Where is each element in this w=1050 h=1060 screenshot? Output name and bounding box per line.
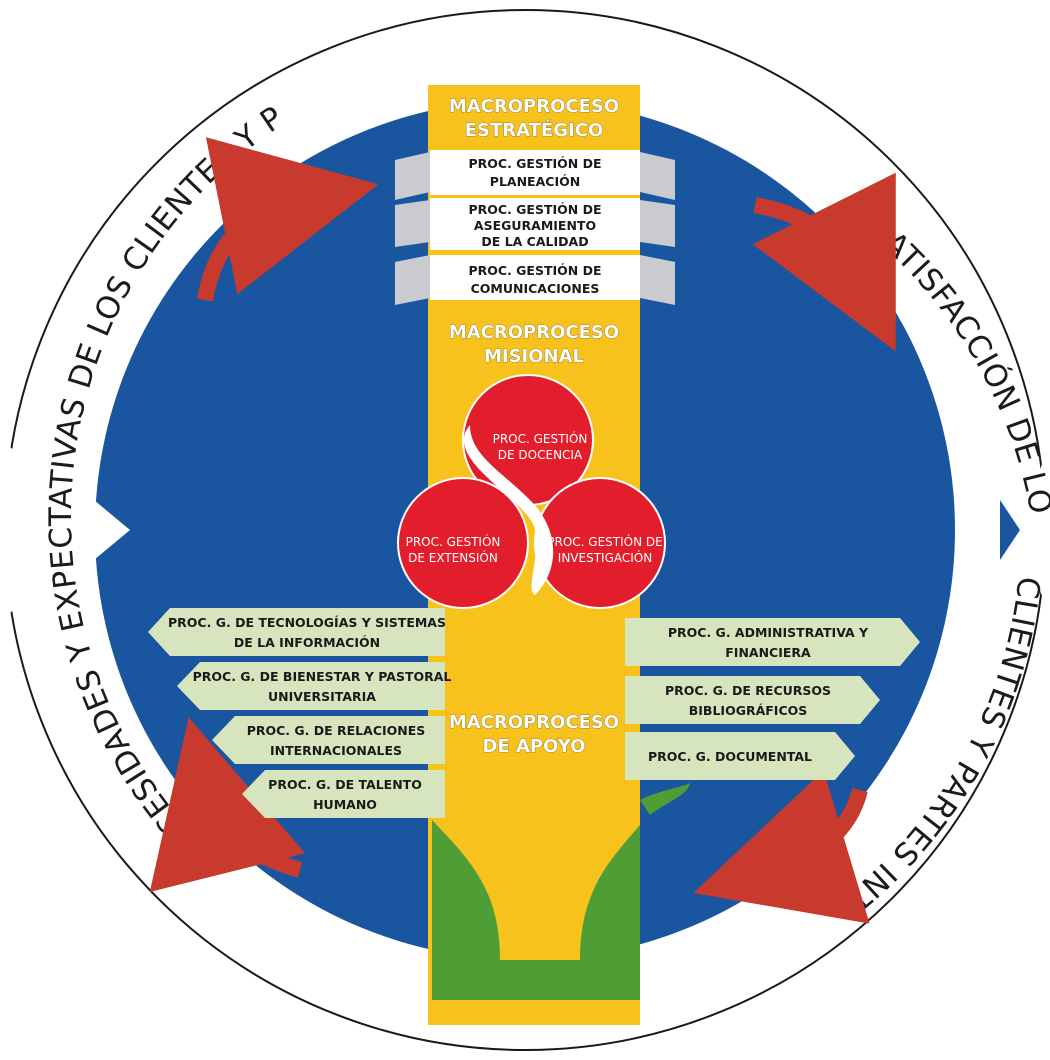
support-left-tag-3-line-1: PROC. G. DE RELACIONES [247, 723, 426, 738]
strategic-banner-1-line-1: PROC. GESTIÓN DE [468, 156, 601, 171]
missional-title-2: MISIONAL [484, 346, 584, 367]
missional-circles: PROC. GESTIÓN DE DOCENCIA PROC. GESTIÓN … [397, 374, 666, 609]
circle-investigacion-line-1: PROC. GESTIÓN DE [547, 534, 662, 549]
left-notch [0, 440, 125, 620]
support-right-tag-2[interactable]: PROC. G. DE RECURSOS BIBLIOGRÁFICOS [625, 676, 880, 724]
missional-title-1: MACROPROCESO [449, 322, 619, 343]
support-left-tag-1-line-1: PROC. G. DE TECNOLOGÍAS Y SISTEMAS [168, 615, 446, 630]
support-left-tag-4-line-2: HUMANO [313, 797, 377, 812]
strategic-processes: PROC. GESTIÓN DE PLANEACIÓN PROC. GESTIÓ… [395, 150, 675, 305]
strategic-title-2: ESTRATÉGICO [465, 119, 604, 141]
support-left-tag-4-line-1: PROC. G. DE TALENTO [268, 777, 422, 792]
circle-extension[interactable] [397, 477, 529, 609]
circle-extension-line-2: DE EXTENSIÓN [408, 550, 498, 565]
support-left-tag-2-line-2: UNIVERSITARIA [268, 689, 376, 704]
support-right-tag-3[interactable]: PROC. G. DOCUMENTAL [625, 732, 855, 780]
circle-investigacion-line-2: INVESTIGACIÓN [558, 550, 652, 565]
support-title-1: MACROPROCESO [449, 712, 619, 733]
support-right-tags: PROC. G. ADMINISTRATIVA Y FINANCIERA PRO… [625, 618, 920, 780]
strategic-title-1: MACROPROCESO [449, 96, 619, 117]
circle-extension-line-1: PROC. GESTIÓN [406, 534, 501, 549]
swoosh-icon [463, 425, 554, 595]
right-notch-inner [1000, 500, 1020, 560]
strategic-banner-3-line-1: PROC. GESTIÓN DE [468, 263, 601, 278]
support-left-tag-2-line-1: PROC. G. DE BIENESTAR Y PASTORAL [193, 669, 452, 684]
strategic-banner-2-line-2: ASEGURAMIENTO [474, 218, 596, 233]
support-left-tags: PROC. G. DE TECNOLOGÍAS Y SISTEMAS DE LA… [148, 608, 451, 818]
strategic-banner-1[interactable]: PROC. GESTIÓN DE PLANEACIÓN [395, 150, 675, 200]
strategic-banner-1-line-2: PLANEACIÓN [490, 174, 580, 189]
arrow-bottom-right-icon [693, 770, 870, 924]
arrow-top-left-icon [197, 137, 379, 302]
support-left-tag-3-line-2: INTERNACIONALES [270, 743, 402, 758]
strategic-banner-2-line-3: DE LA CALIDAD [481, 234, 588, 249]
right-notch [1020, 440, 1050, 620]
support-right-tag-2-line-1: PROC. G. DE RECURSOS [665, 683, 831, 698]
support-title-2: DE APOYO [483, 736, 586, 757]
support-right-tag-1-line-1: PROC. G. ADMINISTRATIVA Y [668, 625, 869, 640]
strategic-banner-2[interactable]: PROC. GESTIÓN DE ASEGURAMIENTO DE LA CAL… [395, 198, 675, 250]
arrow-top-right-icon [752, 172, 896, 352]
support-right-tag-1[interactable]: PROC. G. ADMINISTRATIVA Y FINANCIERA [625, 618, 920, 666]
support-left-tag-2[interactable]: PROC. G. DE BIENESTAR Y PASTORAL UNIVERS… [177, 662, 451, 710]
strategic-banner-3-line-2: COMUNICACIONES [471, 281, 600, 296]
root-branch-icon [640, 783, 690, 815]
support-right-tag-1-line-2: FINANCIERA [725, 645, 811, 660]
arrow-bottom-left-icon [149, 717, 306, 893]
cycle-arrows [149, 137, 896, 924]
circle-investigacion[interactable] [534, 477, 666, 609]
circle-docencia-line-2: DE DOCENCIA [498, 448, 583, 462]
strategic-banner-3[interactable]: PROC. GESTIÓN DE COMUNICACIONES [395, 255, 675, 305]
support-left-tag-1-line-2: DE LA INFORMACIÓN [234, 635, 380, 650]
support-left-tag-4[interactable]: PROC. G. DE TALENTO HUMANO [242, 770, 445, 818]
roots-icon [432, 820, 640, 1000]
circle-docencia-line-1: PROC. GESTIÓN [493, 431, 588, 446]
left-notch-inner [70, 480, 130, 580]
support-right-tag-2-line-2: BIBLIOGRÁFICOS [689, 703, 808, 718]
strategic-banner-2-line-1: PROC. GESTIÓN DE [468, 202, 601, 217]
support-right-tag-3-line-1: PROC. G. DOCUMENTAL [648, 749, 812, 764]
support-left-tag-1[interactable]: PROC. G. DE TECNOLOGÍAS Y SISTEMAS DE LA… [148, 608, 446, 656]
support-left-tag-3[interactable]: PROC. G. DE RELACIONES INTERNACIONALES [212, 716, 445, 764]
